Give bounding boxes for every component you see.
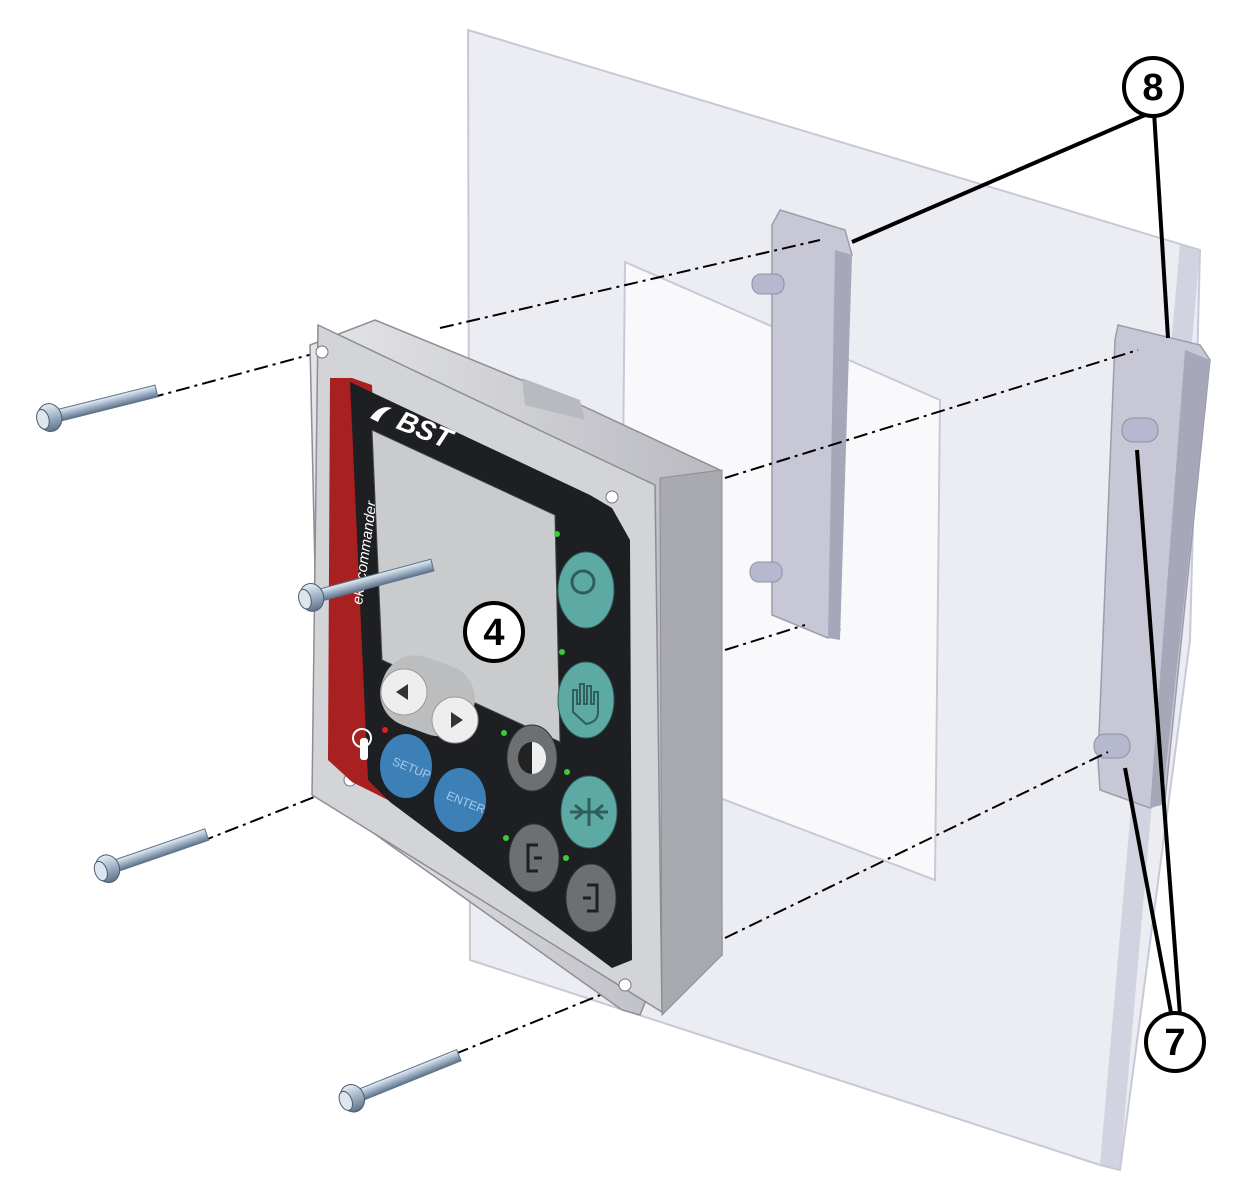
contrast-icon (518, 742, 532, 774)
screw (298, 558, 435, 612)
edge-right-icon (583, 883, 599, 913)
bracket-pin (751, 273, 785, 295)
edge-right-button[interactable] (565, 863, 617, 933)
hand-icon (572, 683, 599, 726)
enter-button[interactable]: ENTER (434, 768, 488, 832)
center-button[interactable] (560, 775, 618, 849)
screw (338, 1048, 462, 1113)
arrow-keys (380, 655, 479, 744)
led-green (503, 835, 509, 841)
bracket-pin (1093, 733, 1131, 759)
device: BST ekr commander SETUP ENTER (309, 319, 723, 1017)
edge-left-button[interactable] (508, 823, 560, 893)
svg-text:4: 4 (483, 612, 504, 654)
svg-text:8: 8 (1142, 67, 1163, 109)
led-green (554, 531, 560, 537)
contrast-button[interactable] (506, 724, 558, 792)
power-cycle-icon (570, 569, 596, 595)
alignment-lines (149, 239, 1139, 1055)
led-green (564, 769, 570, 775)
led-green (559, 649, 565, 655)
manual-button[interactable] (557, 661, 615, 739)
led-green (563, 855, 569, 861)
start-button[interactable] (557, 551, 615, 629)
callout-7: 7 (1144, 1011, 1206, 1073)
center-arrows-icon (570, 798, 608, 826)
svg-text:7: 7 (1164, 1022, 1185, 1064)
screw (93, 828, 210, 884)
callout-8: 8 (1122, 56, 1184, 118)
screws (36, 384, 462, 1113)
left-arrow-icon (396, 684, 408, 700)
led-red (382, 727, 388, 733)
callout-4: 4 (463, 601, 525, 663)
mount-hole (315, 345, 329, 359)
leader-lines (851, 110, 1182, 1019)
mount-hole (605, 490, 619, 504)
led-green (501, 730, 507, 736)
bracket-upper (749, 209, 853, 640)
mount-hole (618, 978, 632, 992)
bracket-pin (1121, 417, 1159, 443)
screw (36, 384, 159, 432)
bracket-right (1093, 324, 1211, 809)
touch-icon (352, 728, 372, 760)
edge-left-icon (526, 843, 542, 873)
right-arrow-icon (451, 712, 463, 728)
setup-button[interactable]: SETUP (380, 734, 433, 798)
bracket-pin (749, 561, 783, 583)
